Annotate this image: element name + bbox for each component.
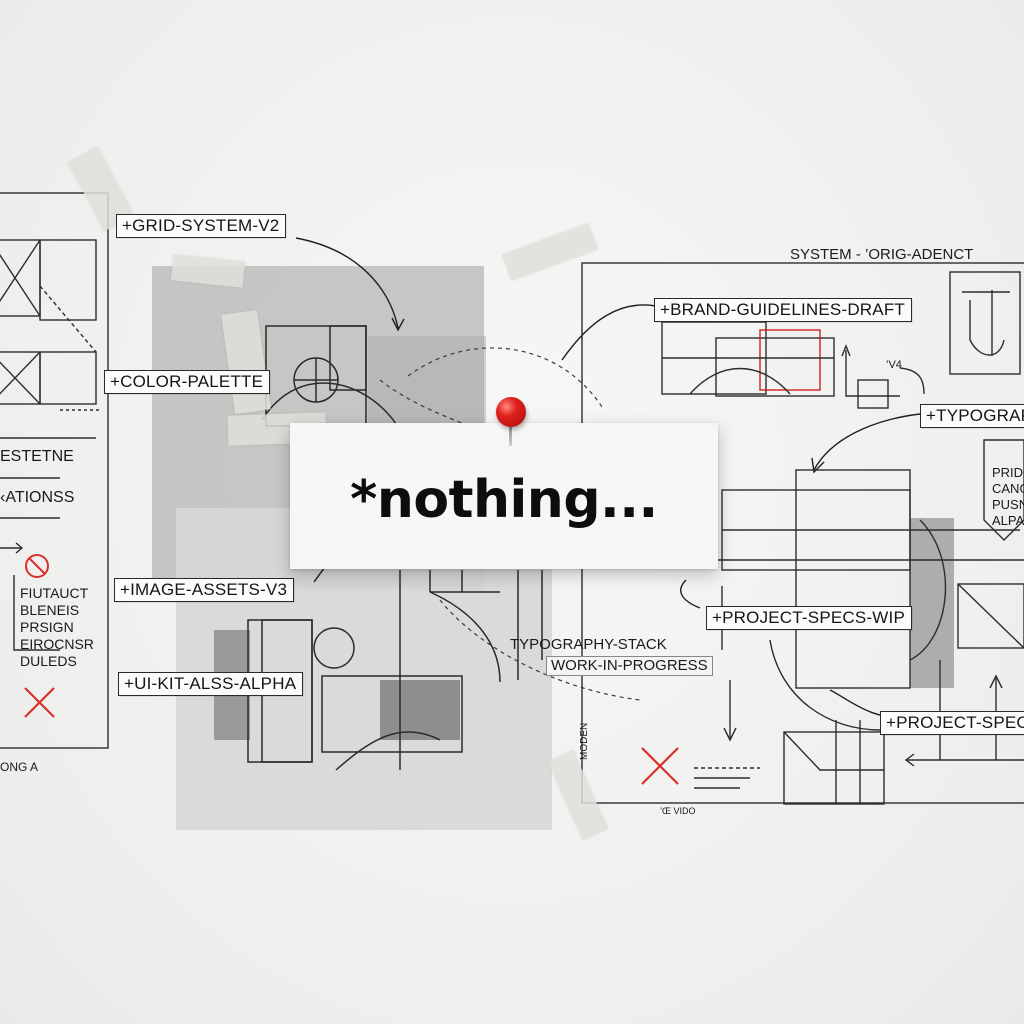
left-note: PRSIGN <box>20 619 74 635</box>
tag-brand-guidelines[interactable]: +BRAND-GUIDELINES-DRAFT <box>654 298 912 322</box>
tag-project-specs-wip[interactable]: +PROJECT-SPECS-WIP <box>706 606 912 630</box>
left-bottom-note: ONG A <box>0 760 39 774</box>
right-note: PRIDO <box>992 465 1024 480</box>
dark-square <box>380 680 460 740</box>
pinned-card[interactable]: *nothing... <box>290 423 718 569</box>
right-note: PUSN <box>992 497 1024 512</box>
work-in-progress-note: WORK-IN-PROGRESS <box>546 656 713 676</box>
typography-stack-note: TYPOGRAPHY-STACK <box>510 636 667 653</box>
tag-color-palette[interactable]: +COLOR-PALETTE <box>104 370 271 394</box>
red-pin-icon <box>496 397 526 427</box>
hero-title: *nothing... <box>350 470 658 530</box>
v4-note: ’V4 <box>886 359 902 371</box>
system-header-note: SYSTEM - ’ORIG-ADENCT <box>790 246 974 263</box>
right-note: ALPA <box>992 513 1024 528</box>
right-note: CANG <box>992 481 1024 496</box>
red-cross-icon-right <box>641 747 679 785</box>
red-cross-icon-left <box>24 687 55 718</box>
left-note: ESTETNE <box>0 448 74 465</box>
left-note: DULEDS <box>20 653 77 669</box>
red-circle-icon <box>25 554 49 578</box>
left-panel-sketch <box>0 192 109 749</box>
left-note: ‹ATIONSS <box>0 489 75 506</box>
tag-project-specs[interactable]: +PROJECT-SPECS- <box>880 711 1024 735</box>
tag-ui-kit[interactable]: +UI-KIT-ALSS-ALPHA <box>118 672 304 696</box>
vertical-note: MODEN <box>579 722 590 760</box>
tag-image-assets[interactable]: +IMAGE-ASSETS-V3 <box>114 578 295 602</box>
small-note: ’Œ VIDO <box>660 806 696 816</box>
left-note: FIUTAUCT <box>20 585 89 601</box>
tag-typography[interactable]: +TYPOGRAPH <box>920 404 1024 428</box>
tag-grid-system[interactable]: +GRID-SYSTEM-V2 <box>116 214 287 238</box>
left-note: EIROCNSR <box>20 636 94 652</box>
left-note: BLENEIS <box>20 602 80 618</box>
pin-needle <box>509 424 512 446</box>
